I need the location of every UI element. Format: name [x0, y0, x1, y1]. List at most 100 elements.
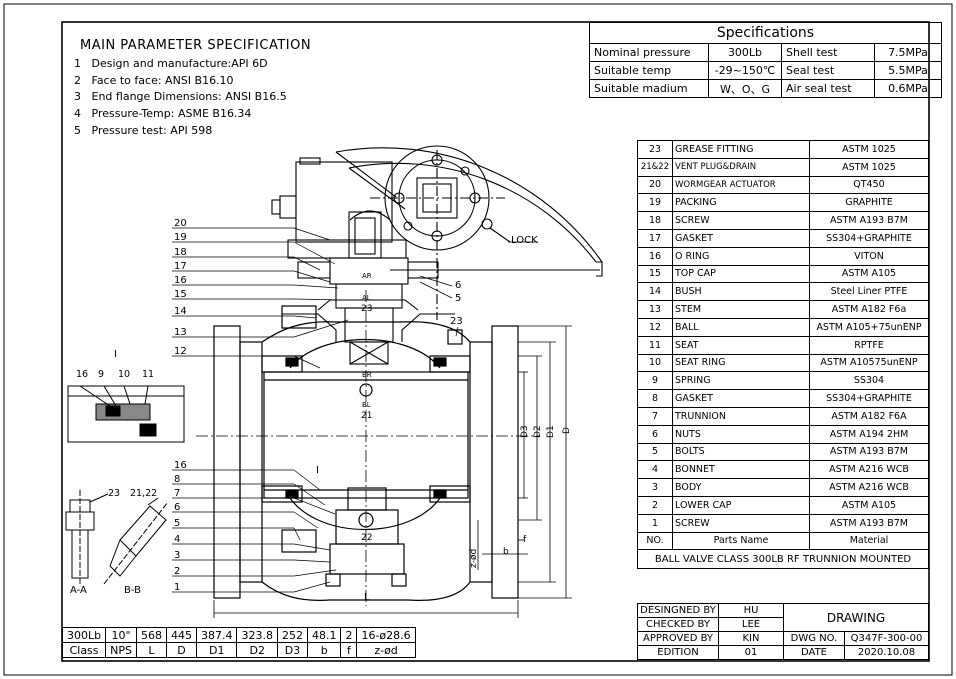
callout-label: 23: [450, 316, 463, 327]
callout-label: 13: [174, 327, 187, 338]
parts-row-no: 14: [637, 282, 673, 302]
spec-row: Nominal pressure 300Lb Shell test 7.5MPa: [589, 43, 942, 62]
parts-row-material: ASTM A194 2HM: [809, 424, 929, 444]
parts-row-no: 18: [637, 211, 673, 230]
specifications-table: Specifications Nominal pressure 300Lb Sh…: [589, 22, 942, 98]
parts-row-no: 4: [637, 460, 673, 480]
spec-value: W、O、G: [708, 79, 782, 98]
date-label: DATE: [783, 645, 845, 660]
callout-label: 5: [174, 518, 181, 529]
callout-label: 1: [174, 582, 181, 593]
parts-row-no: 2: [637, 495, 673, 515]
main-param-2: 2 Face to face: ANSI B16.10: [74, 75, 234, 86]
parts-header-no: NO.: [637, 531, 673, 551]
dimension-value: 16-ø28.6: [356, 627, 416, 643]
dimension-value: 10": [105, 627, 137, 643]
section-views: [65, 490, 169, 585]
checked-label: CHECKED BY: [637, 617, 719, 632]
main-param-4: 4 Pressure-Temp: ASME B16.34: [74, 108, 251, 119]
parts-row-no: 19: [637, 193, 673, 213]
main-param-text: Pressure test: API 598: [91, 124, 213, 137]
spec-value: -29~150℃: [708, 61, 782, 80]
callout-label: 3: [174, 550, 181, 561]
dimension-label: z-ød: [469, 548, 479, 568]
inner-border: [61, 21, 930, 662]
parts-row-no: 15: [637, 264, 673, 284]
callout-label: 18: [174, 247, 187, 258]
spec-label: Suitable temp: [589, 61, 709, 80]
spec-label: Shell test: [781, 43, 875, 62]
spec-row: Suitable madium W、O、G Air seal test 0.6M…: [589, 79, 942, 98]
main-param-num: 5: [74, 124, 81, 137]
parts-row-material: QT450: [809, 175, 929, 195]
callout-label: I: [114, 349, 117, 360]
dimension-value: 300Lb: [61, 627, 107, 643]
dimension-label: D: [562, 427, 572, 434]
dimension-value: 323.8: [236, 627, 278, 643]
spec-row: Suitable temp -29~150℃ Seal test 5.5MPa: [589, 61, 942, 80]
outer-border: [3, 3, 953, 676]
parts-row-name: SEAT: [672, 335, 810, 355]
parts-row-material: ASTM A10575unENP: [809, 353, 929, 373]
callout-label: 20: [174, 218, 187, 229]
dimension-label: D3: [520, 425, 530, 438]
parts-row-no: 20: [637, 175, 673, 195]
parts-row-material: ASTM A193 B7M: [809, 513, 929, 533]
parts-row-name: PACKING: [672, 193, 810, 213]
parts-row-material: ASTM A105+75unENP: [809, 317, 929, 337]
parts-row-name: BALL: [672, 317, 810, 337]
dimension-label: f: [523, 535, 527, 545]
main-param-text: Design and manufacture:API 6D: [91, 57, 268, 70]
dimension-header: b: [306, 642, 342, 658]
title-block: DESINGNED BY HU DRAWING CHECKED BY LEE A…: [637, 603, 929, 660]
main-param-num: 1: [74, 57, 81, 70]
dimension-label: L: [364, 592, 370, 603]
parts-row-no: 3: [637, 478, 673, 497]
dimension-header: f: [340, 642, 358, 658]
parts-row-material: Steel Liner PTFE: [809, 282, 929, 302]
parts-row-no: 8: [637, 389, 673, 408]
parts-row-no: 10: [637, 353, 673, 373]
parts-row-name: BOLTS: [672, 442, 810, 462]
callout-label: 9: [98, 369, 105, 380]
callout-label: 23: [108, 488, 121, 499]
specifications-title: Specifications: [589, 22, 942, 44]
drawing-label: DRAWING: [783, 603, 929, 632]
parts-row-no: 23: [637, 140, 673, 159]
parts-row-no: 17: [637, 228, 673, 248]
main-param-text: Face to face: ANSI B16.10: [91, 74, 234, 87]
main-param-1: 1 Design and manufacture:API 6D: [74, 58, 268, 69]
parts-row-name: WORMGEAR ACTUATOR: [672, 175, 810, 195]
callout-label: 21: [361, 411, 373, 421]
parts-row-material: ASTM A182 F6a: [809, 300, 929, 319]
callout-label: 4: [174, 534, 181, 545]
parts-row-no: 1: [637, 513, 673, 533]
parts-row-material: SS304: [809, 371, 929, 391]
callout-label: 15: [174, 289, 187, 300]
callout-label: 7: [174, 488, 181, 499]
callout-label: 14: [174, 306, 187, 317]
parts-row-no: 9: [637, 371, 673, 391]
main-param-5: 5 Pressure test: API 598: [74, 125, 212, 136]
spec-label: Suitable madium: [589, 79, 709, 98]
parts-row-name: TOP CAP: [672, 264, 810, 284]
main-param-3: 3 End flange Dimensions: ANSI B16.5: [74, 91, 287, 102]
dwg-no-value: Q347F-300-00: [844, 631, 929, 646]
main-params-title: MAIN PARAMETER SPECIFICATION: [80, 38, 312, 53]
parts-row-material: SS304+GRAPHITE: [809, 228, 929, 248]
parts-row-material: ASTM A105: [809, 264, 929, 284]
callout-label: AR: [362, 272, 372, 280]
parts-row-name: SEAT RING: [672, 353, 810, 373]
